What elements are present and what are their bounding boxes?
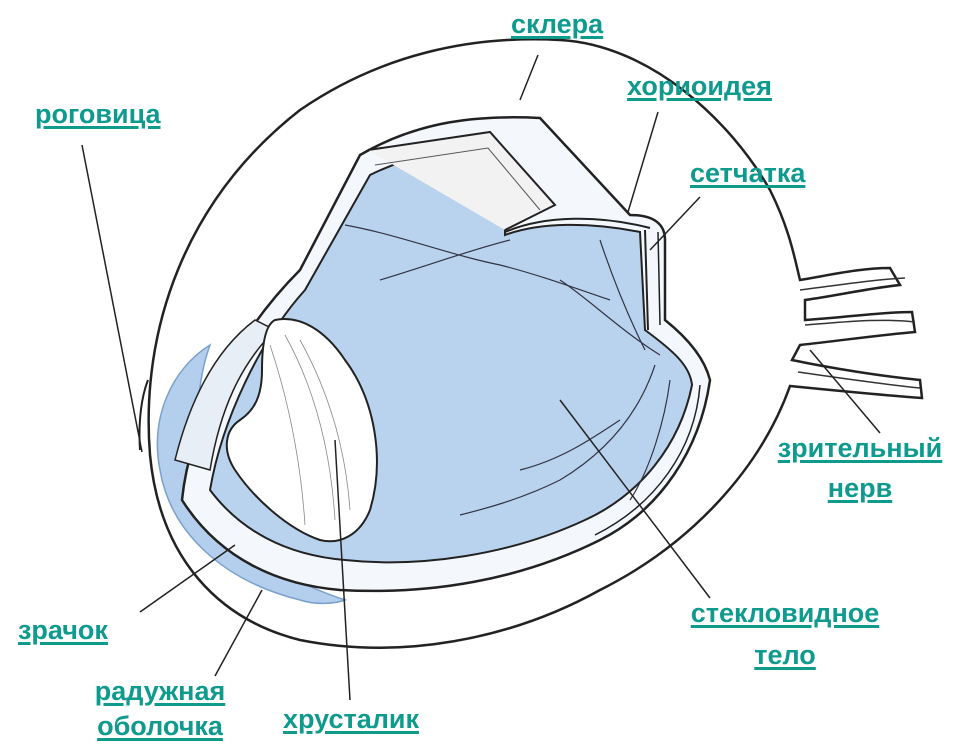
label-retina[interactable]: сетчатка <box>690 157 805 189</box>
label-pupil[interactable]: зрачок <box>18 614 108 646</box>
label-vitreous-line1: стекловидное <box>655 597 915 629</box>
label-optic-nerve-line2: нерв <box>748 472 972 504</box>
label-vitreous-body[interactable]: стекловидное тело <box>655 597 915 671</box>
label-iris-line1: радужная <box>65 675 255 707</box>
label-choroid[interactable]: хориоидея <box>627 70 772 102</box>
label-optic-nerve[interactable]: зрительный нерв <box>748 432 972 504</box>
label-lens[interactable]: хрусталик <box>283 703 419 735</box>
label-optic-nerve-line1: зрительный <box>748 432 972 464</box>
label-cornea[interactable]: роговица <box>35 98 161 130</box>
label-iris[interactable]: радужная оболочка <box>65 675 255 742</box>
label-iris-line2: оболочка <box>65 710 255 742</box>
label-sclera[interactable]: склера <box>511 8 603 40</box>
label-vitreous-line2: тело <box>655 639 915 671</box>
